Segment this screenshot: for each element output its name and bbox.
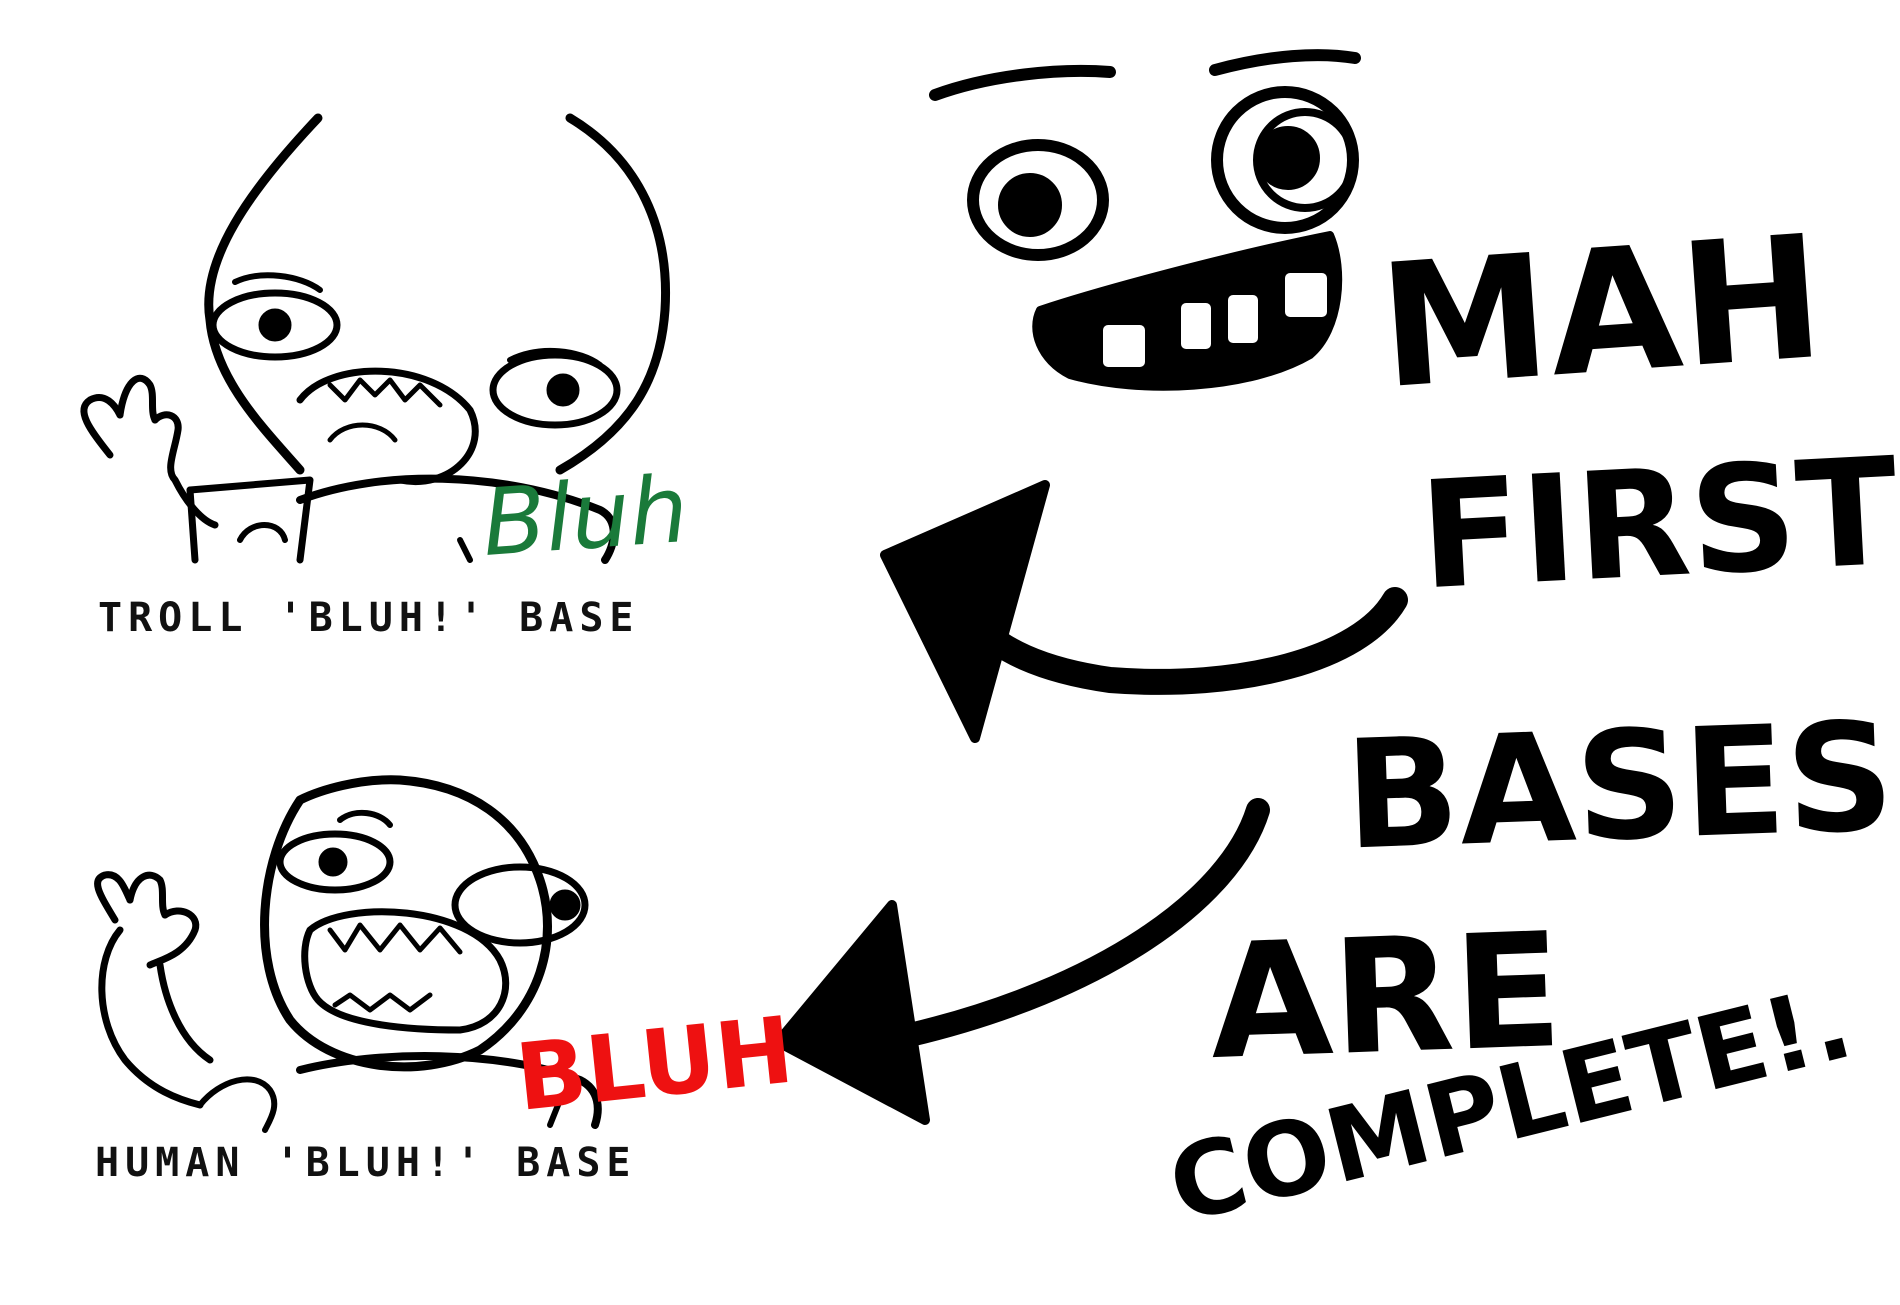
headline-line-2: FIRST xyxy=(1415,425,1900,623)
troll-sound-effect: Bluh xyxy=(479,456,691,577)
troll-doodle xyxy=(80,113,671,564)
troll-caption: TROLL 'BLUH!' BASE xyxy=(98,595,640,641)
headline-line-1: MAH xyxy=(1373,198,1830,428)
arrow-icon-upper xyxy=(880,480,1408,743)
human-caption: HUMAN 'BLUH!' BASE xyxy=(95,1140,637,1186)
human-sound-effect: BLUH xyxy=(511,996,798,1131)
grinning-face-icon xyxy=(929,49,1361,261)
arrow-icon-lower xyxy=(773,798,1270,1125)
human-doodle xyxy=(94,775,602,1133)
headline-line-3: BASES xyxy=(1342,690,1897,884)
grin-teeth xyxy=(1097,267,1333,373)
